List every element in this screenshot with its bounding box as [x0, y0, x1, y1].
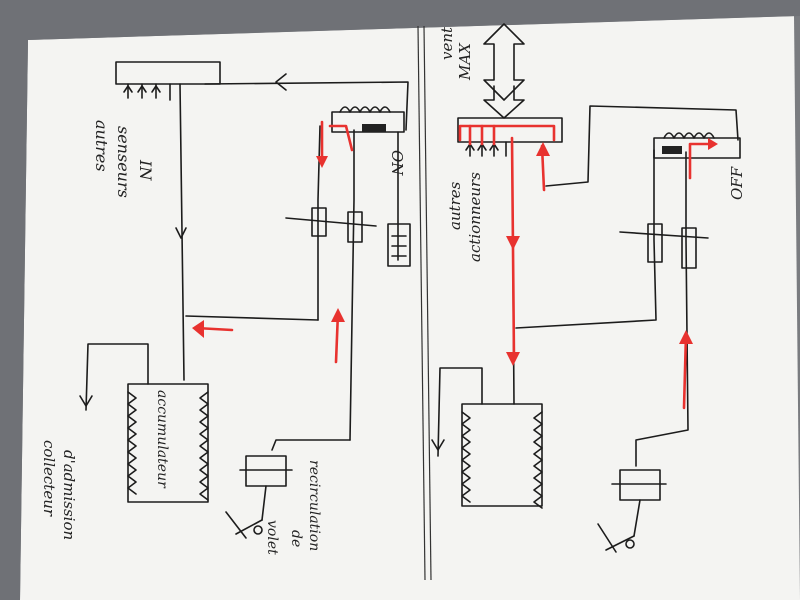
accumulator-left [127, 383, 209, 503]
divider-line [417, 25, 426, 581]
left-switch-box [387, 223, 411, 267]
label-volet: volet [264, 520, 280, 555]
valve-left [285, 207, 377, 243]
arrow-down-collector [79, 395, 93, 407]
label-admission: d'admission [60, 450, 78, 540]
left-main-line [179, 83, 185, 381]
actuator-volet-left [225, 455, 293, 539]
divider-line-2 [423, 25, 432, 581]
sensor-block-left [115, 61, 221, 101]
left-top-line [204, 81, 409, 131]
label-on: ON [388, 150, 406, 176]
collector-line [85, 343, 149, 411]
flow-right-lower [682, 332, 688, 410]
left-lower-line [271, 439, 351, 451]
right-relay-line-a [515, 149, 657, 329]
arrow-down-in [175, 227, 187, 239]
right-relay-line-b [635, 151, 689, 467]
flow-arrow-left-2 [328, 124, 354, 152]
accumulator-right [461, 403, 543, 509]
right-top-line [545, 105, 739, 187]
valve-right [619, 223, 709, 269]
left-relay-line-b [349, 129, 355, 441]
label-collecteur: collecteur [40, 440, 58, 517]
label-off: OFF [728, 166, 746, 200]
actuator-volet-right [597, 469, 667, 553]
label-recirculation: recirculation [306, 460, 322, 551]
arrow-down-collector-right [431, 439, 445, 451]
left-middle-line [185, 315, 319, 321]
left-relay-line-a [317, 125, 321, 321]
arrow-left-top [275, 73, 287, 91]
flow-right-block-outline [458, 124, 556, 142]
label-de: de [288, 530, 304, 547]
label-autres-actionneurs: autres [446, 181, 464, 230]
label-accumulateur: accumulateur [154, 390, 170, 489]
label-in: IN [136, 159, 155, 181]
label-senseurs: senseurs [114, 126, 133, 198]
collector-line-right [437, 367, 483, 457]
paper-sheet [20, 16, 800, 600]
relay-coil-right [653, 132, 741, 159]
flow-right-relay [688, 142, 714, 180]
label-max: MAX [456, 42, 474, 81]
label-vent: vent [438, 26, 456, 60]
label-actionneurs: actionneurs [466, 172, 484, 262]
label-autres-senseurs: autres [92, 120, 111, 172]
relay-coil-left [331, 106, 405, 133]
